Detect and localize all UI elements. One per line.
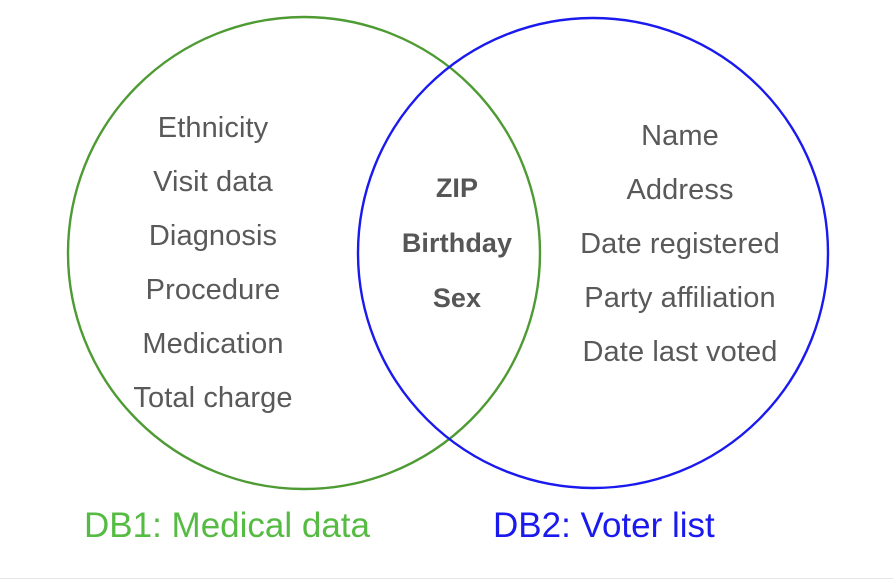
- list-item: Address: [626, 174, 734, 206]
- right-set-item-list: Name Address Date registered Party affil…: [553, 109, 807, 379]
- caption-db2: DB2: Voter list: [493, 506, 715, 545]
- intersection-item-list: ZIP Birthday Sex: [382, 161, 532, 326]
- list-item: Procedure: [145, 274, 281, 306]
- list-item: Date registered: [580, 228, 780, 260]
- list-item: Ethnicity: [157, 112, 269, 144]
- caption-db1: DB1: Medical data: [84, 506, 370, 545]
- list-item: ZIP: [435, 173, 479, 203]
- list-item: Birthday: [401, 228, 513, 258]
- list-item: Sex: [432, 283, 482, 313]
- list-item: Name: [641, 120, 719, 152]
- list-item: Total charge: [133, 382, 293, 414]
- list-item: Party affiliation: [584, 282, 776, 314]
- list-item: Date last voted: [582, 336, 778, 368]
- caption-row: DB1: Medical data DB2: Voter list: [0, 502, 893, 562]
- list-item: Visit data: [153, 166, 273, 198]
- list-item: Diagnosis: [148, 220, 278, 252]
- list-item: Medication: [142, 328, 284, 360]
- left-set-item-list: Ethnicity Visit data Diagnosis Procedure…: [63, 101, 363, 425]
